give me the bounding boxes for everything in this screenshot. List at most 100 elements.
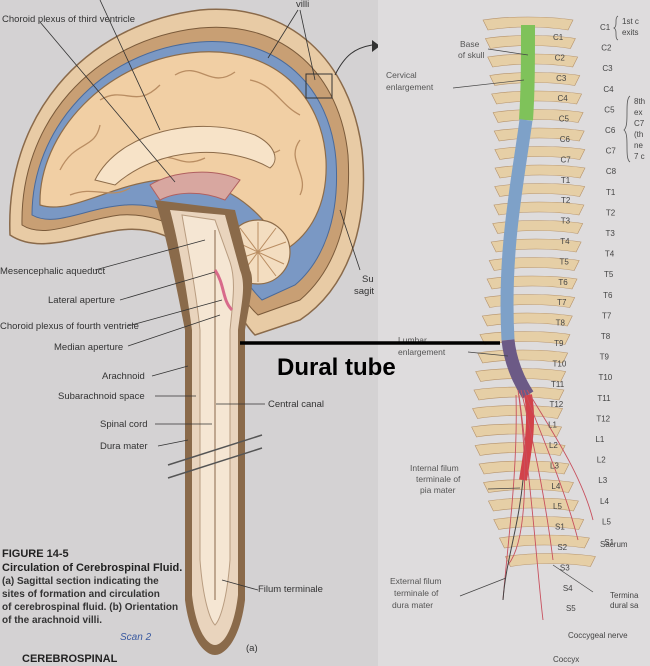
segment-label: T6 <box>603 291 613 300</box>
segment-label: T8 <box>601 332 611 341</box>
label-sup-sagittal-1: Su <box>362 274 374 285</box>
choroid-plexus <box>213 269 234 312</box>
label-base-1: Base <box>460 39 480 49</box>
segment-label: T5 <box>559 257 569 266</box>
segment-label: T12 <box>549 400 563 409</box>
segment-label: T12 <box>596 414 610 423</box>
segment-label: T2 <box>561 196 571 205</box>
label-spinal-cord: Spinal cord <box>100 419 148 430</box>
bracket-c8-line: ex <box>634 108 642 117</box>
label-coccygeal-nerve: Coccygeal nerve <box>568 631 628 640</box>
label-external-2: terminale of <box>394 588 439 598</box>
segment-label: S1 <box>555 523 565 532</box>
villi-arrow <box>334 44 373 76</box>
label-sacrum: Sacrum <box>600 540 628 549</box>
cut-mark-bottom <box>167 447 263 479</box>
segment-label: C5 <box>559 115 570 124</box>
label-internal-1: Internal filum <box>410 463 459 473</box>
segment-label: C3 <box>556 74 567 83</box>
label-dura-mater: Dura mater <box>100 441 148 452</box>
segment-label: S4 <box>563 584 573 593</box>
bracket-c8-icon <box>623 95 631 163</box>
label-terminal-1: Termina <box>610 591 639 600</box>
spinal-cord <box>181 214 234 626</box>
cut-mark-top <box>167 434 263 466</box>
segment-label: T2 <box>606 208 616 217</box>
cord-lumbar <box>501 339 534 399</box>
cerebellum-folia <box>229 222 287 282</box>
segment-label: L1 <box>548 421 557 430</box>
figure-title: Circulation of Cerebrospinal Fluid. <box>2 562 182 574</box>
leader-lines <box>39 0 361 591</box>
label-internal-3: pia mater <box>420 485 456 495</box>
cord-thoracic <box>500 119 533 341</box>
segment-label: T5 <box>604 270 614 279</box>
cord-cervical <box>519 24 535 121</box>
bracket-c8-line: 7 c <box>634 152 645 161</box>
segment-label: C5 <box>604 105 615 114</box>
segment-label: T7 <box>602 311 612 320</box>
label-central-canal: Central canal <box>268 399 324 410</box>
segment-label: T10 <box>553 359 567 368</box>
segment-label: S2 <box>557 543 567 552</box>
segment-label: C2 <box>555 53 566 62</box>
segment-label: C8 <box>606 167 617 176</box>
label-lateral-aperture: Lateral aperture <box>48 295 115 306</box>
vertebra-shape <box>472 405 563 419</box>
label-choroid-plexus-third: Choroid plexus of third ventricle <box>2 14 135 25</box>
segment-label: L2 <box>549 441 558 450</box>
caption-line-3: of cerebrospinal fluid. (b) Orientation <box>2 602 178 613</box>
gyri <box>59 70 303 196</box>
segment-label: C1 <box>600 23 611 32</box>
label-coccyx: Coccyx <box>553 655 579 664</box>
segment-label: C3 <box>602 64 613 73</box>
vertebra-shape <box>483 479 574 493</box>
label-villi: villi <box>296 0 309 10</box>
bracket-c8-line: ne <box>634 141 643 150</box>
scan-label: Scan 2 <box>120 632 152 643</box>
segment-label: L5 <box>602 517 611 526</box>
segment-label: C4 <box>603 85 614 94</box>
segment-label: T8 <box>556 319 566 328</box>
segment-label: C6 <box>560 135 571 144</box>
villi-box <box>305 73 333 99</box>
segment-label: C4 <box>558 94 569 103</box>
vertebra-shape <box>474 442 566 456</box>
label-sup-sagittal-2: sagit <box>354 286 374 297</box>
segment-label: C7 <box>560 155 571 164</box>
segment-label: L5 <box>553 502 562 511</box>
segment-label: T9 <box>600 353 610 362</box>
segment-label: L4 <box>551 482 560 491</box>
label-internal-2: terminale of <box>416 474 461 484</box>
spinal-column-illustration: C1C2C3C4C5C6C7T1T2T3T4T5T6T7T8T9T10T11T1… <box>386 15 645 664</box>
segment-label: C1 <box>553 33 564 42</box>
segment-label: C6 <box>605 126 616 135</box>
csf-circulation-panel: Choroid plexus of third ventricle villi … <box>0 0 380 666</box>
caption-line-4: of the arachnoid villi. <box>2 615 102 626</box>
label-median-aperture: Median aperture <box>54 342 123 353</box>
right-leaders <box>452 48 594 597</box>
label-subarachnoid-space: Subarachnoid space <box>58 391 145 402</box>
segment-label: L1 <box>595 435 604 444</box>
label-lumbar-2: enlargement <box>398 347 446 357</box>
caption-line-2: sites of formation and circulation <box>2 589 160 600</box>
segment-label: L4 <box>600 497 609 506</box>
bracket-c8-line: C7 <box>634 119 645 128</box>
vertebra-shape <box>504 553 596 567</box>
segment-label: T9 <box>554 339 564 348</box>
vertebra-shape <box>498 534 590 549</box>
bracket-c1-icon <box>613 15 619 41</box>
segment-label: S3 <box>560 563 570 572</box>
label-base-2: of skull <box>458 50 485 60</box>
vertebra-shape <box>491 90 583 105</box>
segment-label: L3 <box>550 461 559 470</box>
segment-label: T1 <box>606 188 616 197</box>
vertebra-shape <box>482 16 574 31</box>
bracket-c8-line: 8th <box>634 97 645 106</box>
label-cervical-2: enlargement <box>386 82 434 92</box>
segment-labels-left: C1C2C3C4C5C6C7T1T2T3T4T5T6T7T8T9T10T11T1… <box>548 33 576 613</box>
